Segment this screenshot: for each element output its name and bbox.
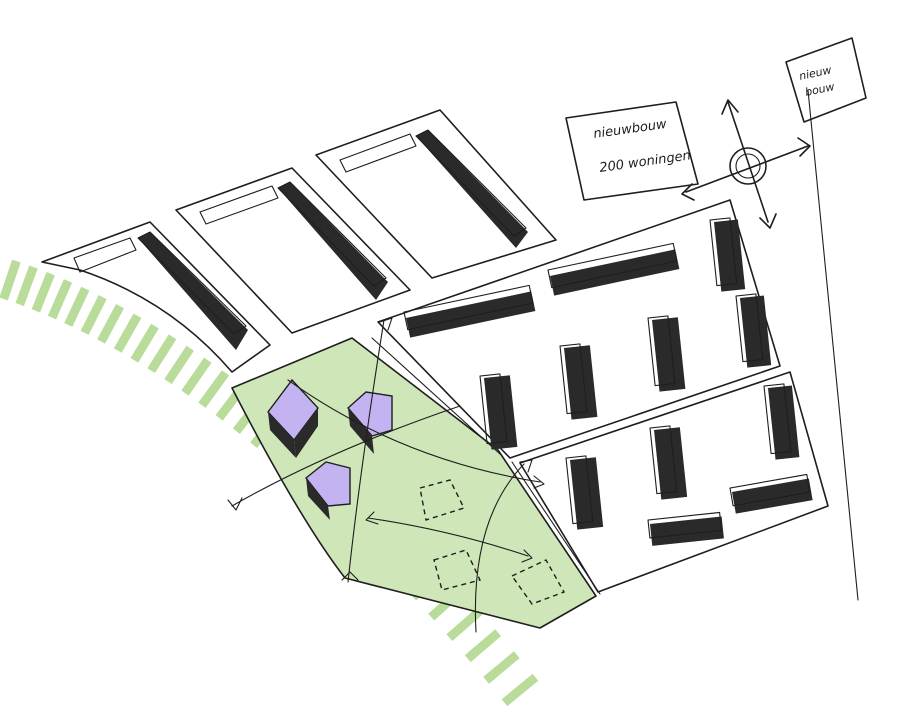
green-stripe — [164, 345, 194, 385]
green-stripe — [446, 607, 483, 641]
newbuild-label-box: nieuwbouw 200 woningen — [565, 101, 699, 201]
green-stripe — [0, 259, 21, 301]
block-outline-southeast — [519, 371, 829, 593]
green-stripe — [198, 370, 230, 408]
frame-line-right — [807, 89, 859, 601]
green-stripe — [464, 629, 502, 663]
green-stripe — [31, 271, 55, 313]
green-stripe — [130, 323, 159, 363]
block-outline-3 — [315, 109, 557, 279]
green-stripe — [97, 304, 124, 344]
movement-arrows — [227, 317, 545, 633]
park-towers — [267, 378, 393, 520]
green-stripe — [80, 295, 107, 335]
east-buildings — [403, 217, 813, 546]
road-edge-2 — [511, 461, 601, 595]
row-buildings — [73, 129, 528, 350]
green-stripe — [47, 279, 73, 320]
green-stripe — [64, 286, 90, 327]
green-stripe — [501, 673, 539, 707]
green-stripe — [147, 334, 177, 374]
north-arrow-compass-icon — [681, 99, 811, 229]
newbuild-small-label-box: nieuw bouw — [785, 37, 867, 123]
green-stripe — [15, 265, 38, 307]
newbuild-label-line1: nieuwbouw — [592, 117, 668, 142]
green-stripe — [483, 651, 520, 684]
green-stripe — [113, 313, 142, 353]
street-blocks — [41, 89, 859, 601]
dashed-plots — [419, 479, 566, 605]
newbuild-small-line1: nieuw — [798, 63, 833, 83]
park-area — [231, 337, 597, 629]
block-outline-1 — [41, 221, 271, 373]
block-outline-east — [377, 199, 781, 459]
block-outline-2 — [175, 167, 411, 334]
green-stripe — [181, 357, 212, 396]
road-edge — [371, 337, 501, 455]
newbuild-small-line2: bouw — [804, 80, 836, 99]
newbuild-label-line2: 200 woningen — [598, 148, 691, 176]
